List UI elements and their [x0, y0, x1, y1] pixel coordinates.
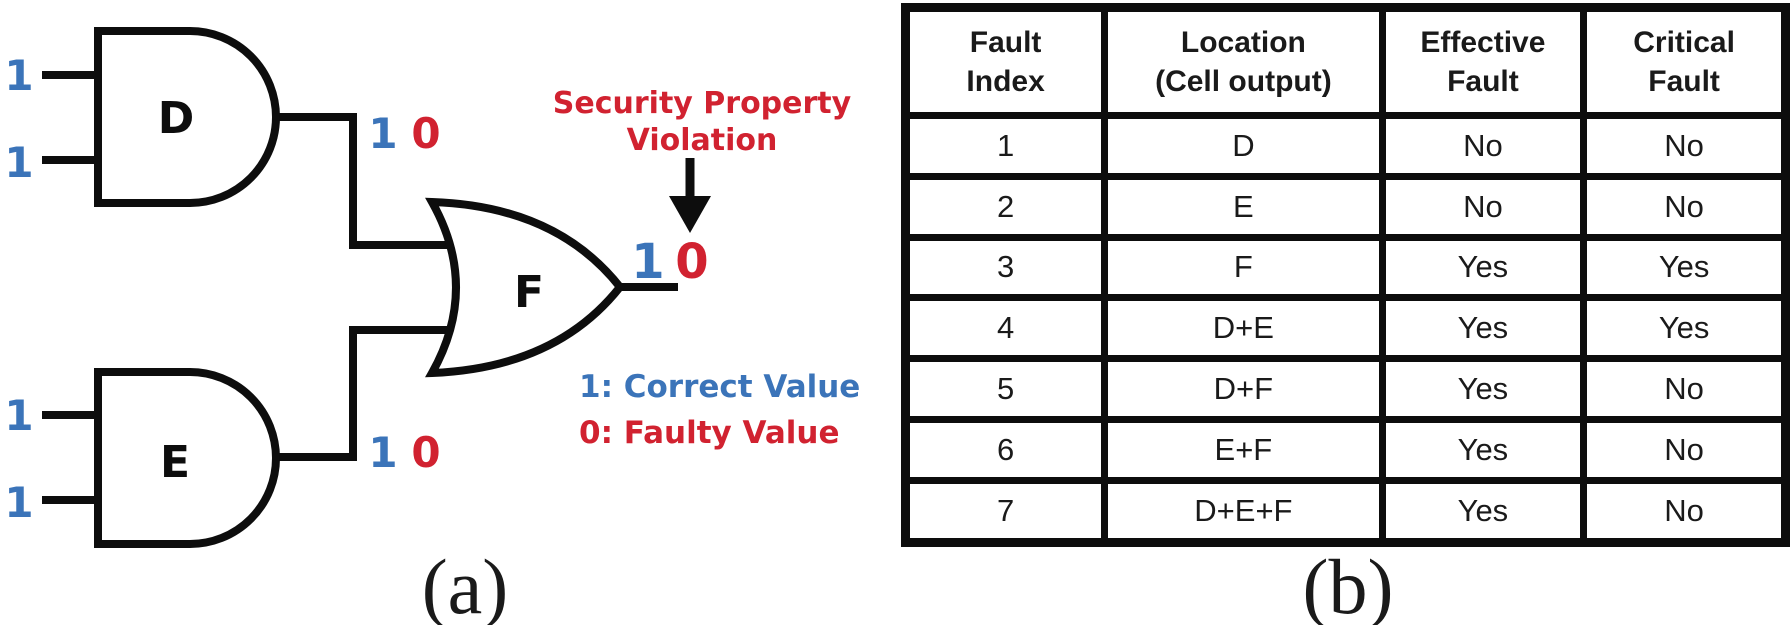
table-row: 4 D+E Yes Yes — [901, 294, 1789, 363]
cell-effective-fault: Yes — [1378, 233, 1588, 302]
cell-fault-index: 6 — [901, 415, 1109, 484]
table-row: 6 E+F Yes No — [901, 415, 1789, 484]
cell-location: D+E — [1101, 294, 1386, 363]
cell-fault-index: 2 — [901, 172, 1109, 241]
cell-location: D+F — [1101, 355, 1386, 423]
gate-e-label: E — [160, 437, 190, 488]
cell-critical-fault: Yes — [1580, 294, 1789, 363]
cell-critical-fault: No — [1580, 112, 1789, 180]
legend-faulty-value: 0: Faulty Value — [579, 415, 840, 451]
wire-e-to-f — [272, 326, 453, 461]
header-location: Location (Cell output) — [1101, 4, 1386, 119]
cell-critical-fault: No — [1580, 172, 1789, 241]
legend-correct-value: 1: Correct Value — [579, 369, 860, 405]
cell-location: E — [1101, 172, 1386, 241]
cell-location: E+F — [1101, 415, 1386, 484]
cell-critical-fault: No — [1580, 355, 1789, 423]
wire-d-to-f — [272, 113, 453, 249]
cell-fault-index: 7 — [901, 476, 1109, 547]
table-header-row: Fault Index Location (Cell output) Effec… — [901, 4, 1789, 119]
caption-a: (a) — [421, 543, 509, 625]
gate-f-label: F — [514, 267, 544, 318]
caption-b: (b) — [1302, 543, 1394, 625]
cell-fault-index: 1 — [901, 112, 1109, 180]
e-output-correct-value: 1 — [368, 428, 397, 477]
cell-location: D — [1101, 112, 1386, 180]
or-gate-f — [425, 197, 626, 378]
input-value-e2: 1 — [4, 478, 33, 527]
violation-label-line2: Violation — [627, 123, 778, 158]
table-row: 5 D+F Yes No — [901, 355, 1789, 423]
header-critical-fault: Critical Fault — [1580, 4, 1789, 119]
input-value-e1: 1 — [4, 391, 33, 440]
table-row: 7 D+E+F Yes No — [901, 476, 1789, 547]
and-gate-d — [94, 27, 280, 207]
cell-effective-fault: Yes — [1378, 355, 1588, 423]
gate-d-label: D — [158, 93, 195, 144]
cell-fault-index: 4 — [901, 294, 1109, 363]
cell-effective-fault: Yes — [1378, 415, 1588, 484]
f-output-correct-value: 1 — [631, 234, 664, 290]
and-gate-e — [94, 368, 280, 548]
violation-arrow-head — [669, 196, 711, 233]
input-value-d2: 1 — [4, 138, 33, 187]
header-fault-index: Fault Index — [901, 4, 1109, 119]
f-output-faulty-value: 0 — [675, 234, 708, 290]
fault-table: Fault Index Location (Cell output) Effec… — [901, 3, 1790, 547]
cell-location: F — [1101, 233, 1386, 302]
d-output-correct-value: 1 — [368, 109, 397, 158]
cell-location: D+E+F — [1101, 476, 1386, 547]
d-output-faulty-value: 0 — [411, 109, 440, 158]
table-row: 2 E No No — [901, 172, 1789, 241]
cell-critical-fault: Yes — [1580, 233, 1789, 302]
cell-critical-fault: No — [1580, 476, 1789, 547]
cell-effective-fault: No — [1378, 112, 1588, 180]
circuit-diagram: D E F 1 1 1 1 1 0 1 0 1 0 Security Prope… — [4, 27, 860, 548]
header-effective-fault: Effective Fault — [1378, 4, 1588, 119]
cell-effective-fault: No — [1378, 172, 1588, 241]
table-row: 1 D No No — [901, 112, 1789, 180]
cell-critical-fault: No — [1580, 415, 1789, 484]
e-output-faulty-value: 0 — [411, 428, 440, 477]
cell-effective-fault: Yes — [1378, 294, 1588, 363]
cell-fault-index: 3 — [901, 233, 1109, 302]
violation-label-line1: Security Property — [553, 86, 852, 121]
cell-effective-fault: Yes — [1378, 476, 1588, 547]
input-value-d1: 1 — [4, 51, 33, 100]
table-row: 3 F Yes Yes — [901, 233, 1789, 302]
cell-fault-index: 5 — [901, 355, 1109, 423]
